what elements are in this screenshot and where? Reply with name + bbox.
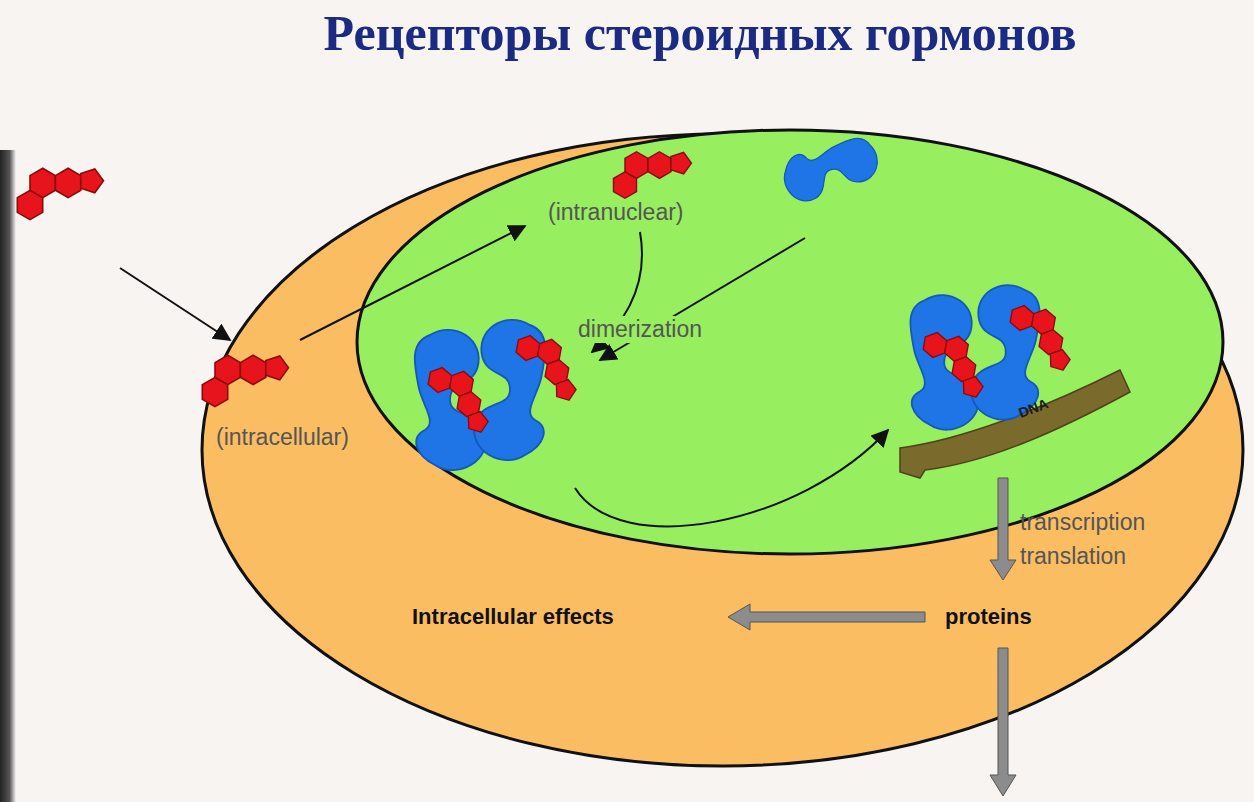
title: Рецепторы стероидных гормонов <box>150 4 1250 62</box>
product-label: proteins <box>945 604 1032 630</box>
process-label: transcription translation <box>1020 505 1180 573</box>
region-label: (intranuclear) <box>548 199 684 226</box>
cell-ellipse: (intracellular) (intranuclear) <box>200 132 1245 768</box>
step-label: dimerization <box>575 316 705 343</box>
effect-label: Intracellular effects <box>412 604 614 630</box>
cell-ellipse-outline <box>200 132 1245 768</box>
nucleus-ellipse <box>357 130 1223 554</box>
region-label: (intracellular) <box>216 424 349 451</box>
nucleus-ellipse-outline <box>355 128 1225 556</box>
nucleus-ellipse: (intranuclear) <box>355 128 1225 556</box>
